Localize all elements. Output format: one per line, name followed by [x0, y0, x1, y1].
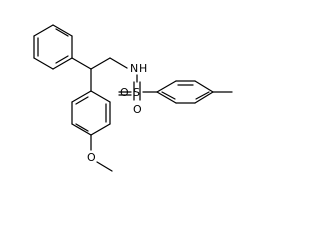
double-bond-inner: [55, 28, 69, 37]
bond: [71, 90, 92, 103]
tolyl-ring: [156, 80, 233, 104]
double-bond-inner: [75, 96, 89, 105]
bond: [194, 91, 214, 104]
bond: [71, 57, 92, 70]
sulfonyl-group: [118, 74, 158, 101]
double-bond-inner: [161, 91, 176, 100]
hydrogen-label: H: [139, 62, 147, 75]
bond: [52, 24, 73, 37]
phenyl-ring: [33, 24, 73, 70]
molecule-diagram: N H S O O O: [33, 24, 233, 172]
bond: [109, 57, 128, 69]
methyl-bond: [96, 161, 113, 172]
alkyl-chain: [71, 57, 128, 92]
bond: [52, 57, 73, 70]
bond: [194, 80, 214, 93]
nitrogen-label: N: [130, 62, 138, 75]
methoxy-oxygen-label: O: [87, 151, 96, 164]
bond: [90, 90, 111, 103]
bond: [156, 80, 177, 93]
methoxyphenyl-ring: [71, 90, 113, 172]
double-bond-inner: [195, 91, 210, 100]
bond: [90, 57, 111, 70]
bond: [156, 91, 177, 104]
double-bond-inner: [75, 123, 89, 132]
bond: [71, 123, 92, 136]
sulfur-label: S: [133, 86, 140, 99]
bond: [33, 24, 54, 37]
double-bond-inner: [55, 55, 69, 64]
structure-canvas: N H S O O O: [33, 24, 233, 172]
sulfonyl-oxygen-left-label: O: [120, 86, 129, 99]
bond: [33, 57, 54, 70]
sulfonyl-oxygen-bottom-label: O: [133, 103, 142, 116]
bond: [90, 123, 111, 136]
